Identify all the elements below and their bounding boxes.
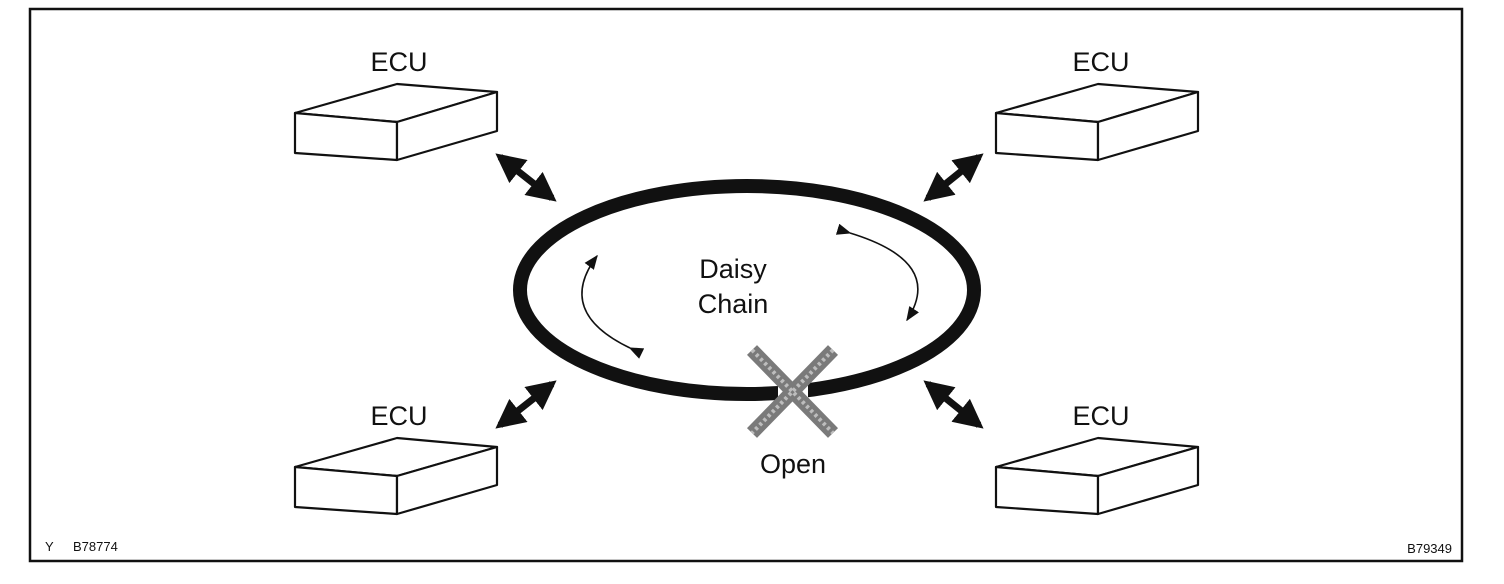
ecu-bottom-left: ECU xyxy=(293,401,499,516)
ecu-label: ECU xyxy=(1072,47,1129,77)
footer-code-left: B78774 xyxy=(73,539,118,554)
link-arrow-bottom-right xyxy=(923,380,984,429)
flow-arrow-right xyxy=(835,223,919,322)
ring-label-line1: Daisy xyxy=(699,254,767,284)
flow-arrow-left xyxy=(581,254,645,359)
diagram-frame xyxy=(28,7,1464,563)
ecu-label: ECU xyxy=(370,401,427,431)
ecu-top-left: ECU xyxy=(293,47,499,162)
link-arrow-top-left xyxy=(495,153,557,202)
daisy-chain-ring xyxy=(513,179,981,401)
ecu-top-right: ECU xyxy=(994,47,1200,162)
link-arrow-top-right xyxy=(923,153,984,202)
ring-label-line2: Chain xyxy=(698,289,769,319)
ecu-label: ECU xyxy=(370,47,427,77)
ecu-label: ECU xyxy=(1072,401,1129,431)
open-label: Open xyxy=(760,449,826,479)
ecu-bottom-right: ECU xyxy=(994,401,1200,516)
link-arrow-bottom-left xyxy=(495,380,557,429)
footer-code-right: B79349 xyxy=(1407,541,1452,556)
footer-marker: Y xyxy=(45,539,54,554)
open-fault-cross-icon xyxy=(746,345,839,438)
